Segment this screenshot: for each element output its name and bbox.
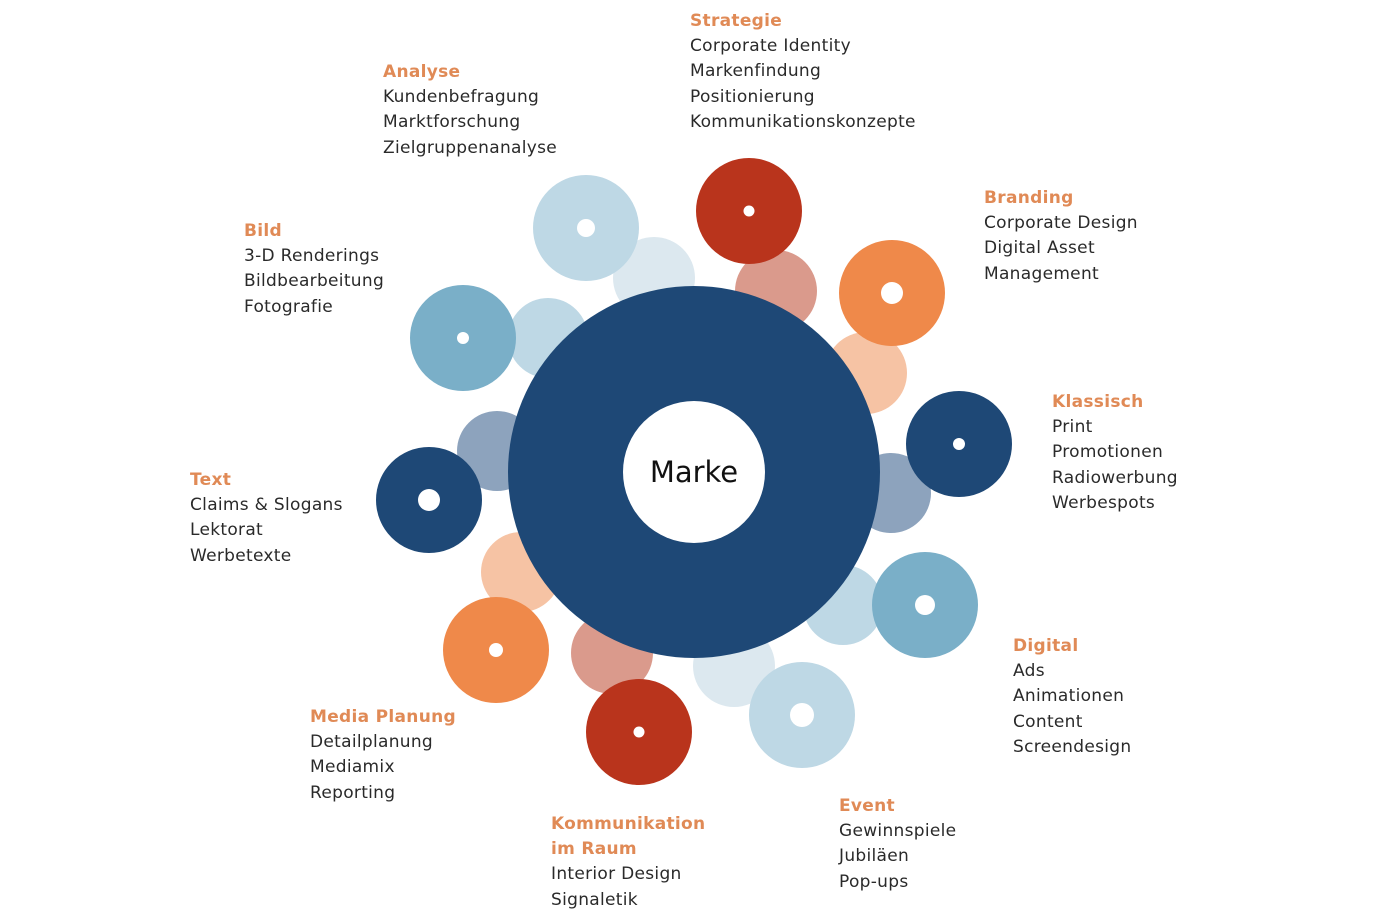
- group-item: Management: [984, 263, 1099, 284]
- group-item: Kommunikationskonzepte: [690, 111, 916, 132]
- group-item: Corporate Identity: [690, 36, 851, 57]
- group-item: Radiowerbung: [1052, 467, 1178, 488]
- outer-circle-text-hole: [418, 489, 440, 511]
- outer-circles: [376, 158, 1012, 785]
- group-item: Signaletik: [551, 889, 638, 910]
- group-item: Markenfindung: [690, 61, 822, 82]
- outer-circle-strategie-hole: [743, 205, 755, 217]
- group-title: Strategie: [690, 11, 783, 31]
- group-item: Lektorat: [190, 520, 264, 541]
- group-item: Digital Asset: [984, 238, 1095, 259]
- group-media-planung: Media Planung Detailplanung Mediamix Rep…: [310, 705, 456, 806]
- group-title: Branding: [984, 188, 1074, 208]
- group-title: Text: [190, 470, 232, 490]
- connector-circles: [457, 237, 931, 707]
- outer-circle-klassisch-hole: [953, 438, 965, 450]
- outer-circle-media-planung-hole: [489, 643, 503, 657]
- group-item: Bildbearbeitung: [244, 271, 385, 292]
- group-branding: Branding Corporate Design Digital Asset …: [984, 186, 1138, 287]
- group-item: Positionierung: [690, 86, 815, 107]
- group-item: Werbespots: [1052, 492, 1156, 513]
- group-analyse: Analyse Kundenbefragung Marktforschung Z…: [383, 60, 557, 161]
- group-item: Fotografie: [244, 296, 334, 317]
- group-title: Analyse: [383, 62, 461, 82]
- group-title-line: im Raum: [551, 839, 637, 860]
- group-item: Content: [1013, 711, 1083, 732]
- group-item: Reporting: [310, 782, 396, 803]
- outer-circle-bild-hole: [457, 332, 469, 344]
- group-item: Screendesign: [1013, 736, 1132, 757]
- group-item: Corporate Design: [984, 213, 1138, 234]
- group-kommunikation: Kommunikation im Raum Interior Design Si…: [551, 812, 705, 913]
- group-item: Interior Design: [551, 864, 682, 885]
- center-label: Marke: [650, 455, 738, 489]
- group-item: Kundenbefragung: [383, 87, 540, 108]
- group-item: Pop-ups: [839, 871, 909, 892]
- group-event: Event Gewinnspiele Jubiläen Pop-ups: [839, 794, 956, 895]
- group-item: Werbetexte: [190, 545, 292, 566]
- outer-circle-analyse-hole: [577, 219, 595, 237]
- group-title: Media Planung: [310, 707, 456, 727]
- group-title-line: Kommunikation: [551, 814, 706, 834]
- group-title: Klassisch: [1052, 392, 1144, 412]
- group-klassisch: Klassisch Print Promotionen Radiowerbung…: [1052, 390, 1178, 516]
- group-text: Text Claims & Slogans Lektorat Werbetext…: [190, 468, 343, 569]
- group-bild: Bild 3-D Renderings Bildbearbeitung Foto…: [244, 219, 384, 320]
- group-title: Bild: [244, 221, 282, 241]
- group-item: Jubiläen: [839, 846, 910, 867]
- outer-circle-event-hole: [790, 703, 814, 727]
- outer-circle-kommunikation-hole: [633, 726, 645, 738]
- group-item: Marktforschung: [383, 112, 521, 133]
- group-item: Print: [1052, 417, 1093, 438]
- group-item: Mediamix: [310, 757, 395, 778]
- outer-circle-digital-hole: [915, 595, 935, 615]
- group-item: Promotionen: [1052, 442, 1164, 463]
- group-item: Zielgruppenanalyse: [383, 137, 558, 158]
- group-item: Claims & Slogans: [190, 495, 343, 516]
- outer-circle-branding-hole: [881, 282, 903, 304]
- group-item: 3-D Renderings: [244, 246, 380, 267]
- center-hole: [623, 401, 765, 543]
- group-item: Gewinnspiele: [839, 821, 957, 842]
- group-digital: Digital Ads Animationen Content Screende…: [1013, 634, 1131, 760]
- group-title: Event: [839, 796, 895, 816]
- group-item: Animationen: [1013, 686, 1125, 707]
- group-item: Ads: [1013, 661, 1045, 682]
- group-title: Digital: [1013, 636, 1079, 656]
- group-item: Detailplanung: [310, 732, 434, 753]
- group-strategie: Strategie Corporate Identity Markenfindu…: [690, 9, 916, 135]
